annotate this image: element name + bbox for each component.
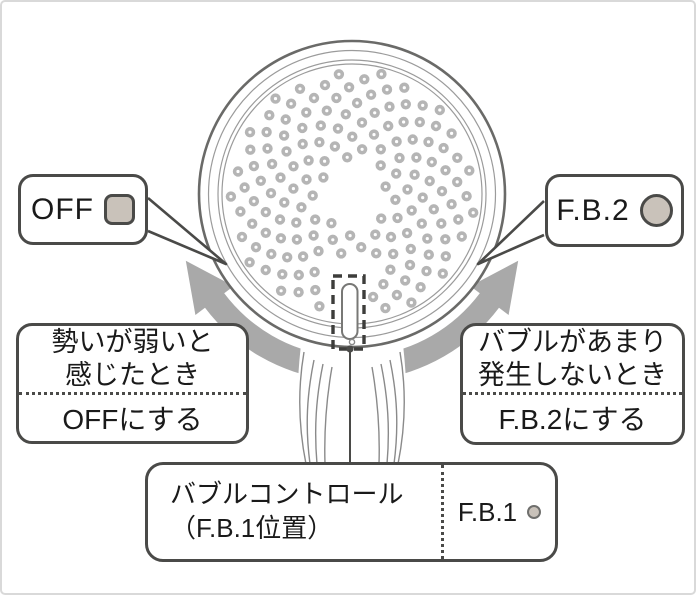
- shower-head-face: [197, 39, 507, 349]
- instruction-box-right: バブルがあまり 発生しないとき F.B.2にする: [460, 323, 685, 445]
- callout-pointer-left: [147, 197, 228, 266]
- rotate-right-arrow-icon: [371, 260, 519, 380]
- fb2-label: F.B.2: [556, 193, 630, 227]
- off-callout: OFF: [18, 174, 148, 245]
- callout-pointer-right: [476, 200, 545, 266]
- bubble-control-position: （F.B.1位置）: [170, 513, 334, 543]
- fb1-label: F.B.1: [457, 496, 518, 527]
- bubble-control-title-block: バブルコントロール （F.B.1位置）: [148, 465, 441, 559]
- spray-holes: [225, 68, 479, 314]
- rotate-left-arrow-icon: [185, 260, 333, 380]
- fb1-position-dot-icon: [527, 505, 542, 519]
- condition-text: バブルがあまり 発生しないとき: [463, 326, 682, 395]
- action-text: OFFにする: [62, 403, 203, 435]
- fb2-callout: F.B.2: [545, 174, 684, 247]
- off-selector-square-icon: [104, 194, 135, 225]
- fb1-legend: F.B.1: [441, 465, 555, 559]
- bubble-control-title: バブルコントロール: [170, 479, 404, 510]
- handle: [297, 337, 407, 465]
- dashed-focus-box: [331, 274, 366, 351]
- leader-anchor-dot: [346, 345, 354, 353]
- bubble-control-box: バブルコントロール （F.B.1位置） F.B.1: [145, 462, 558, 562]
- off-label: OFF: [31, 192, 94, 226]
- bubble-control-slider: [331, 274, 366, 353]
- fb2-selector-circle-icon: [639, 194, 673, 227]
- condition-text: 勢いが弱いと 感じたとき: [19, 326, 246, 395]
- instruction-box-left: 勢いが弱いと 感じたとき OFFにする: [16, 323, 249, 444]
- action-text: F.B.2にする: [498, 404, 647, 436]
